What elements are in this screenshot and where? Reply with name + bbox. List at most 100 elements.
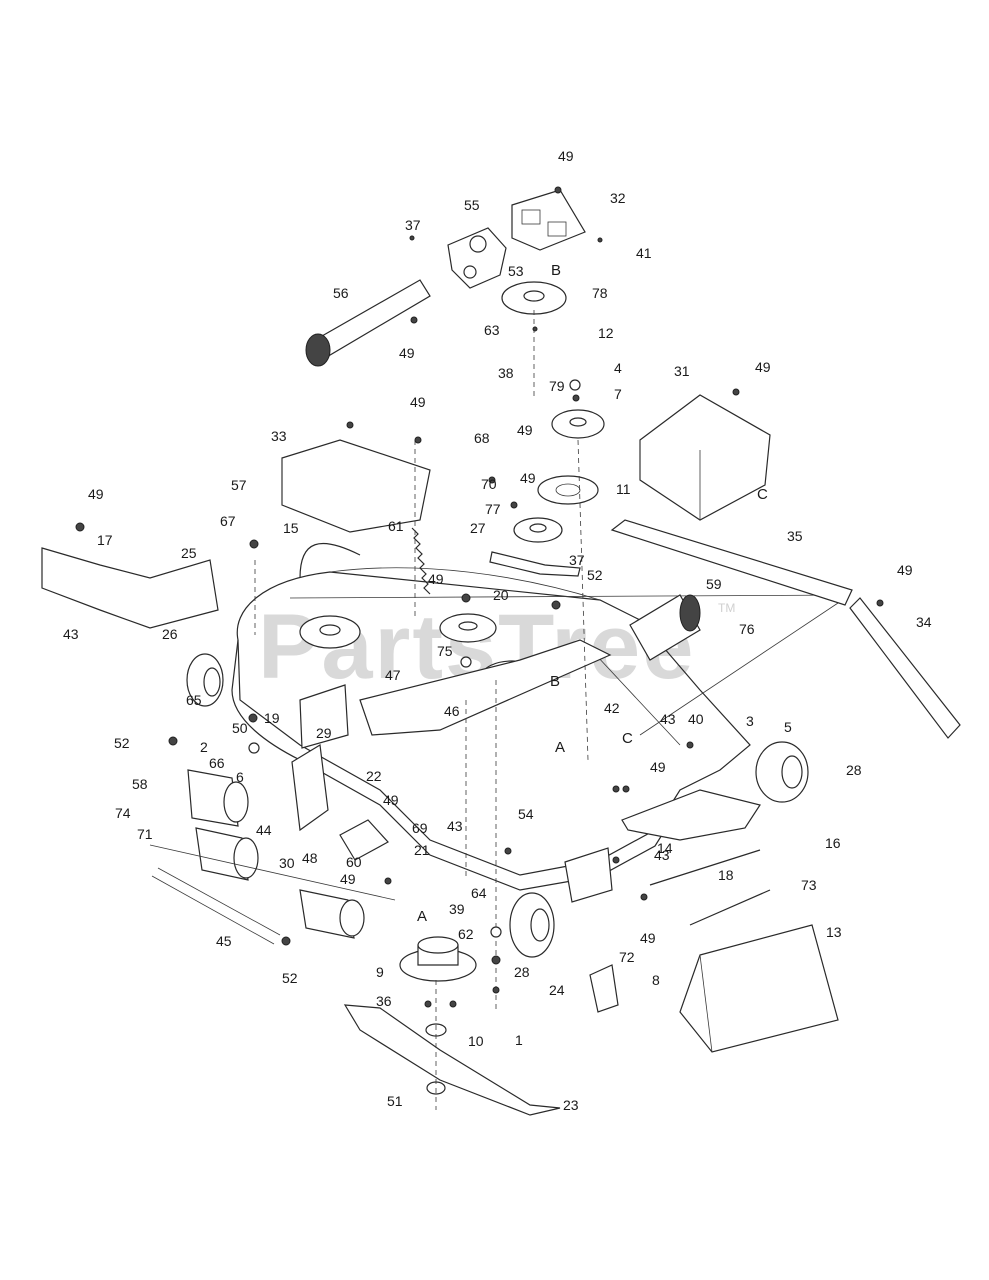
callout-1: 1 [515,1032,523,1048]
callout-72: 72 [619,949,635,965]
callout-17: 17 [97,532,113,548]
deck-rail-35 [610,519,853,606]
bracket-29 [299,684,349,749]
callout-57: 57 [231,477,247,493]
callout-70: 70 [481,476,497,492]
callout-4: 4 [614,360,622,376]
callout-38: 38 [498,365,514,381]
callout-42: 42 [604,700,620,716]
belt-shield-left [281,439,431,533]
callout-12: 12 [598,325,614,341]
callout-77: 77 [485,501,501,517]
callout-55: 55 [464,197,480,213]
callout-51: 51 [387,1093,403,1109]
callout-23: 23 [563,1097,579,1113]
callout-20: 20 [493,587,509,603]
callout-43-left: 43 [63,626,79,642]
pulley-plate-11 [537,475,599,505]
callout-25: 25 [181,545,197,561]
callout-B-mid: B [550,673,560,690]
callout-26: 26 [162,626,178,642]
callout-49-idler: 49 [517,422,533,438]
callout-C-top: C [757,486,768,503]
callout-32: 32 [610,190,626,206]
hanger-bracket-25 [41,547,219,629]
gearbox-pulley [501,281,567,315]
discharge-chute [679,924,839,1053]
callout-49-lower: 49 [640,930,656,946]
gauge-wheel-right [755,741,809,803]
callout-30: 30 [279,855,295,871]
callout-34: 34 [916,614,932,630]
rod-73 [689,889,771,926]
callout-2: 2 [200,739,208,755]
callout-7: 7 [614,386,622,402]
mower-deck-shell [231,567,751,891]
callout-A-mid: A [555,739,565,756]
callout-68: 68 [474,430,490,446]
callout-31: 31 [674,363,690,379]
callout-16: 16 [825,835,841,851]
callout-14: 14 [657,840,673,856]
callout-43-mid-right: 43 [660,711,676,727]
callout-74: 74 [115,805,131,821]
callout-5: 5 [784,719,792,735]
callout-50: 50 [232,720,248,736]
spindle-cover-plate [359,639,612,736]
mower-blade [343,1004,561,1116]
assembly-centerlines [254,310,589,1110]
belt-shield-right [639,394,771,521]
callout-29: 29 [316,725,332,741]
roller-71 [195,827,259,881]
callout-66: 66 [209,755,225,771]
callout-78: 78 [592,285,608,301]
bracket-24 [589,964,619,1013]
callout-61: 61 [388,518,404,534]
callout-37-mid: 37 [569,552,585,568]
callout-28-right: 28 [846,762,862,778]
callout-9: 9 [376,964,384,980]
callout-A-bottom: A [417,908,427,925]
callout-11: 11 [616,481,631,497]
callout-73: 73 [801,877,817,893]
idler-arm [489,551,581,577]
callout-75: 75 [437,643,453,659]
drive-belt [289,594,851,746]
callout-18: 18 [718,867,734,883]
gearbox-mount-bracket [511,189,586,251]
roller-59 [629,594,701,661]
spindle-pulley-left [299,615,361,649]
callout-B-top: B [551,262,561,279]
callout-49-bracket: 49 [383,792,399,808]
callout-28-bottom: 28 [514,964,530,980]
callout-43-lower: 43 [654,847,670,863]
callout-60: 60 [346,854,362,870]
callout-64: 64 [471,885,487,901]
idler-pulley-upper [513,517,563,543]
hardware-fasteners [75,186,884,1008]
spindle-housing [399,936,477,982]
callout-44: 44 [256,822,272,838]
callout-76: 76 [739,621,755,637]
callout-49-deck: 49 [650,759,666,775]
watermark-trademark: TM [718,601,735,615]
callout-45: 45 [216,933,232,949]
callout-49-right: 49 [897,562,913,578]
callout-22: 22 [366,768,382,784]
gauge-wheel-bottom [509,892,555,958]
callout-52-left: 52 [114,735,130,751]
gearbox-assembly [447,227,507,289]
callout-54: 54 [518,806,534,822]
callout-36: 36 [376,993,392,1009]
callout-24: 24 [549,982,565,998]
pto-driveshaft [305,279,431,367]
callout-65: 65 [186,692,202,708]
callout-10: 10 [468,1033,484,1049]
bracket-14 [621,789,761,841]
roller-58 [187,769,249,827]
callout-49-spring: 49 [428,571,444,587]
lift-rod-15 [299,542,361,579]
callout-63: 63 [484,322,500,338]
callout-33: 33 [271,428,287,444]
